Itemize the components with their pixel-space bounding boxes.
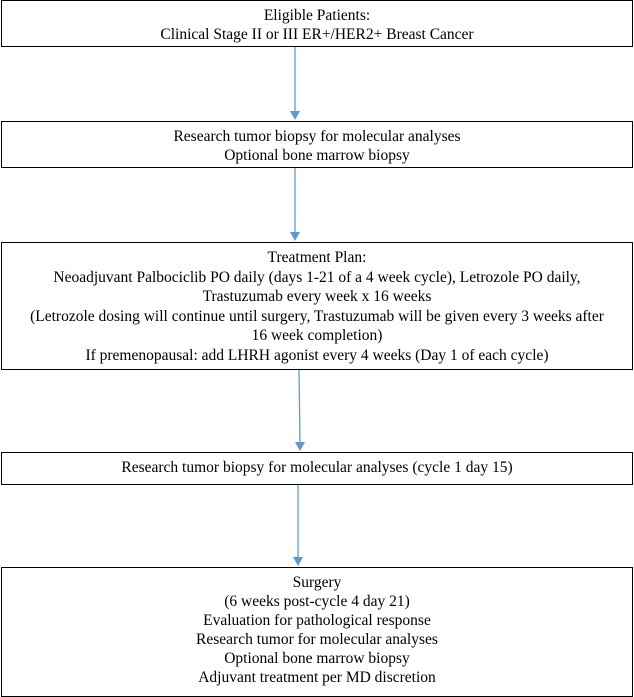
box5-line-6: Adjuvant treatment per MD discretion [198,669,436,686]
box3-line-4: (Letrozole dosing will continue until su… [30,307,604,325]
box1-line-1: Eligible Patients: [263,7,371,24]
box2-line-2: Optional bone marrow biopsy [224,147,410,164]
cycle1-biopsy-box: Research tumor biopsy for molecular anal… [1,452,633,485]
treatment-plan-box: Treatment Plan: Neoadjuvant Palbociclib … [1,242,633,370]
box5-line-4: Research tumor for molecular analyses [196,631,438,648]
box5-line-2: (6 weeks post-cycle 4 day 21) [224,593,410,610]
arrow-4 [293,485,303,566]
box4-line-1: Research tumor biopsy for molecular anal… [121,459,513,476]
box5-line-5: Optional bone marrow biopsy [224,650,410,667]
box3-line-3: Trastuzumab every week x 16 weeks [202,288,432,306]
arrow-2 [290,168,300,241]
box5-line-3: Evaluation for pathological response [203,612,431,629]
box3-line-1: Treatment Plan: [267,249,367,266]
surgery-box: Surgery (6 weeks post-cycle 4 day 21) Ev… [1,567,633,697]
box2-line-1: Research tumor biopsy for molecular anal… [173,128,461,145]
eligible-patients-box: Eligible Patients: Clinical Stage II or … [1,0,633,47]
research-biopsy-box: Research tumor biopsy for molecular anal… [1,121,633,168]
arrow-1 [290,47,300,120]
box5-line-1: Surgery [292,574,342,591]
box3-line-5: 16 week completion) [251,327,383,345]
box3-line-2: Neoadjuvant Palbociclib PO daily (days 1… [53,268,581,286]
arrow-3 [295,369,305,451]
box1-line-2: Clinical Stage II or III ER+/HER2+ Breas… [160,26,474,43]
box3-line-6: If premenopausal: add LHRH agonist every… [85,346,549,364]
